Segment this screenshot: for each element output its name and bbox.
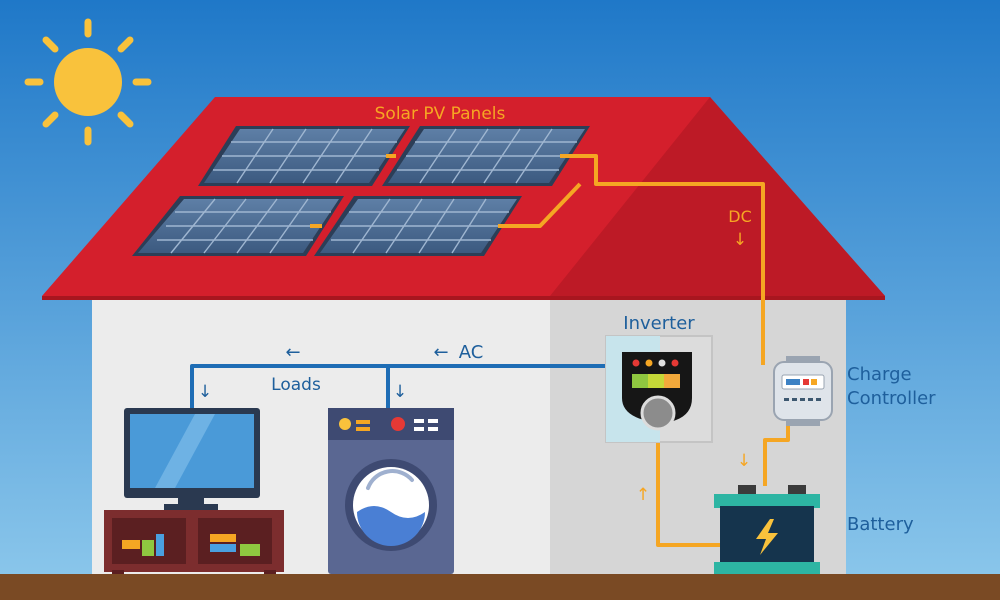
washing-machine	[328, 408, 454, 574]
solar-panel	[198, 126, 410, 186]
tv	[124, 408, 260, 510]
solar-panels-label: Solar PV Panels	[375, 104, 506, 124]
loads-label: Loads	[271, 375, 321, 395]
solar-panel	[382, 126, 590, 186]
dc-down-arrow: ↓	[733, 230, 747, 250]
solar-panel	[314, 196, 522, 256]
lightning-icon	[756, 519, 778, 555]
battery-down-arrow: ↓	[737, 451, 751, 471]
ac-wiring	[190, 364, 606, 408]
inverter-label: Inverter	[623, 313, 695, 334]
dc-wiring	[310, 154, 790, 547]
battery	[714, 485, 820, 574]
inverter	[605, 335, 713, 443]
ac-left-arrow: ←	[433, 342, 448, 363]
dc-label: DC	[728, 207, 752, 226]
charge-controller	[773, 356, 833, 426]
charge-controller-label-line2: Controller	[847, 388, 936, 409]
washer-down-arrow: ↓	[393, 382, 407, 402]
battery-label: Battery	[847, 514, 914, 535]
ac-left-arrow-2: ←	[285, 342, 300, 363]
charge-controller-label-line1: Charge	[847, 364, 912, 385]
inverter-up-arrow: ↑	[636, 485, 650, 505]
sun-icon	[24, 18, 152, 146]
solar-panel	[132, 196, 344, 256]
ac-label: AC	[459, 342, 484, 363]
ground	[0, 574, 1000, 600]
solar-panel-array	[132, 126, 590, 256]
tv-stand	[104, 510, 284, 576]
tv-down-arrow: ↓	[198, 382, 212, 402]
